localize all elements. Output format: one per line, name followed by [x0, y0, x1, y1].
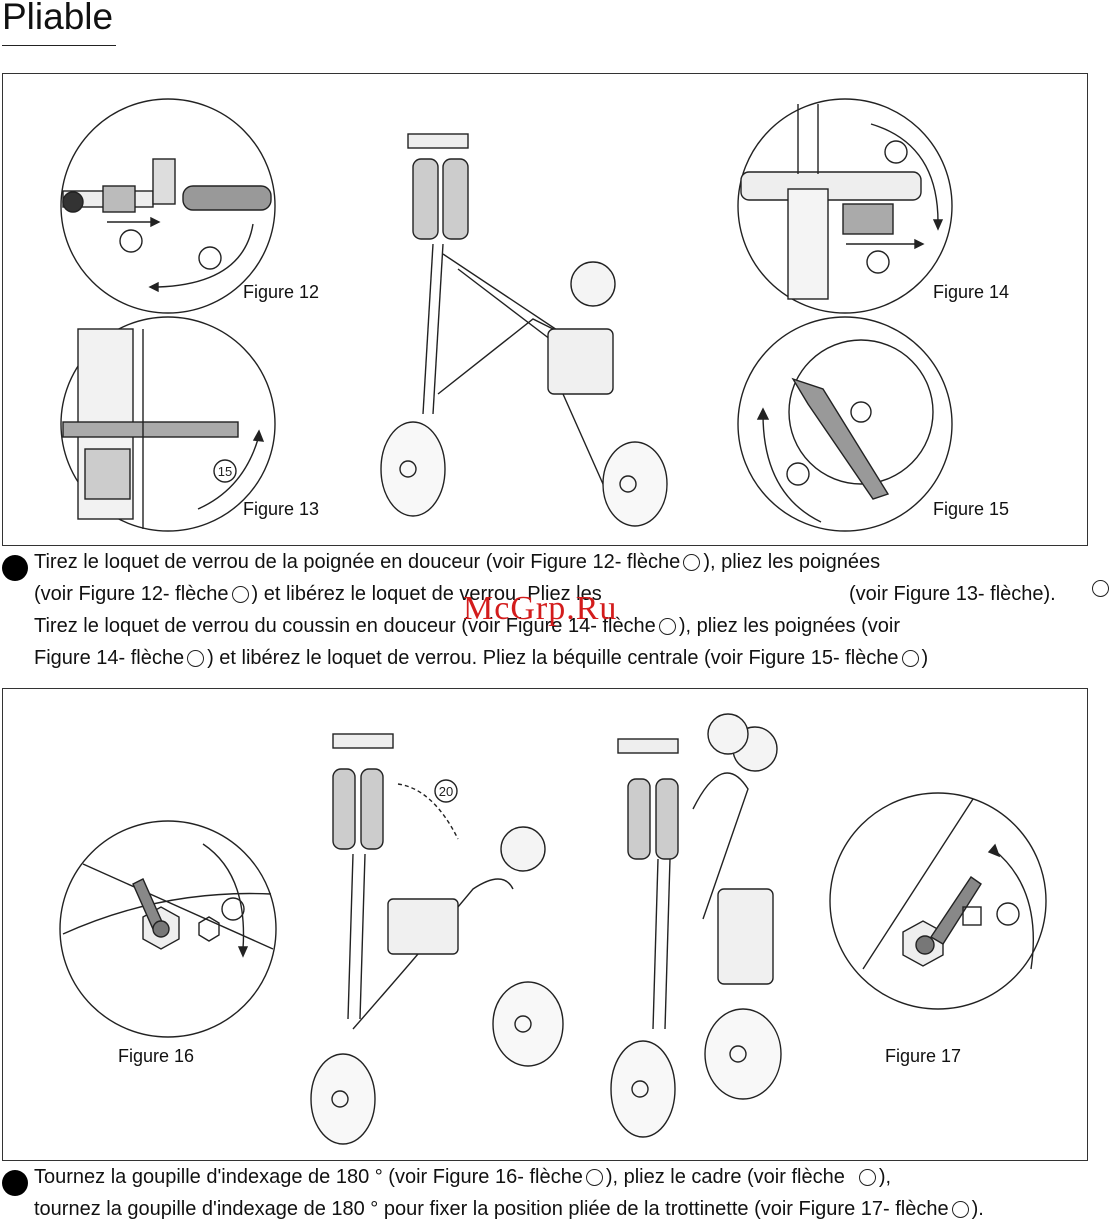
step-2-bullet: [2, 1170, 28, 1196]
arrow-ref-circle: [187, 650, 205, 667]
figure-16-illustration: [59, 820, 277, 1038]
step-1-line-1-b: ), pliez les poignées: [703, 551, 881, 573]
figure-panel-top: 15: [2, 73, 1088, 546]
step-2-line-2: tournez la goupille d'indexage de 180 ° …: [34, 1193, 984, 1225]
arrow-ref-circle: [901, 650, 919, 667]
step-1-line-1-a: Tirez le loquet de verrou de la poignée …: [34, 551, 681, 573]
arrow-ref-circle-margin: [1092, 580, 1109, 597]
step-2-line-1-a: Tournez la goupille d'indexage de 180 ° …: [34, 1166, 583, 1188]
scooter-unfolded-illustration: [380, 133, 668, 527]
step-1-line-4-b: ) et libérez le loquet de verrou. Pliez …: [207, 647, 899, 669]
arrow-ref-circle: [658, 618, 676, 635]
arrow-ref-circle: [231, 586, 249, 603]
step-1-line-2-end: (voir Figure 13- flèche).: [849, 578, 1056, 610]
figure-panel-bottom-drawings: 20: [59, 713, 1047, 1145]
arrow-marker-15: 15: [218, 464, 232, 479]
arrow-ref-circle: [858, 1169, 876, 1186]
step-1-line-1: Tirez le loquet de verrou de la poignée …: [34, 546, 880, 578]
scooter-folding-illustration: 20: [310, 733, 564, 1145]
step-2-line-2-b: ).: [971, 1198, 984, 1220]
title-underline: [2, 45, 116, 46]
page-title: Pliable: [2, 0, 114, 37]
step-1-line-2-c: (voir Figure 13- flèche).: [849, 583, 1056, 605]
step-1-line-4-a: Figure 14- flèche: [34, 647, 185, 669]
figure-panel-top-drawings: 15: [60, 98, 953, 532]
figure-13-illustration: 15: [60, 316, 276, 532]
step-1-line-2-a: (voir Figure 12- flèche: [34, 583, 229, 605]
step-2-line-1-c: ),: [878, 1166, 892, 1188]
figure-17-label: Figure 17: [885, 1046, 962, 1066]
step-2-line-1: Tournez la goupille d'indexage de 180 ° …: [34, 1161, 891, 1193]
figure-panel-bottom: 20 Figure 16 Figure 17: [2, 688, 1088, 1161]
step-2-line-1-b: ), pliez le cadre (voir flèche: [605, 1166, 845, 1188]
arrow-marker-20: 20: [439, 784, 453, 799]
step-1-line-3: Tirez le loquet de verrou du coussin en …: [34, 610, 900, 642]
figure-17-illustration: [829, 792, 1047, 1010]
figure-12-illustration: [60, 98, 276, 314]
step-1-line-4: Figure 14- flèche ) et libérez le loquet …: [34, 642, 928, 674]
figure-14-illustration: [737, 98, 953, 314]
step-1-line-3-b: ), pliez les poignées (voir: [678, 615, 901, 637]
watermark: McGrp.Ru: [463, 590, 618, 627]
arrow-ref-circle: [585, 1169, 603, 1186]
figure-16-label: Figure 16: [118, 1046, 195, 1066]
step-1-line-3-a: Tirez le loquet de verrou du coussin en …: [34, 615, 656, 637]
step-2-line-2-a: tournez la goupille d'indexage de 180 ° …: [34, 1198, 949, 1220]
figure-15-illustration: [737, 316, 953, 532]
figure-12-label: Figure 12: [243, 282, 320, 302]
step-1-bullet: [2, 555, 28, 581]
step-1-line-2-b: ) et libérez le loquet de verrou. Pliez …: [251, 583, 602, 605]
figure-15-label: Figure 15: [933, 499, 1010, 519]
step-1-line-2: (voir Figure 12- flèche ) et libérez le l…: [34, 578, 602, 610]
step-1-line-4-c: ): [921, 647, 929, 669]
arrow-ref-circle: [683, 554, 701, 571]
scooter-folded-illustration: [610, 713, 782, 1138]
figure-13-label: Figure 13: [243, 499, 320, 519]
figure-14-label: Figure 14: [933, 282, 1010, 302]
arrow-ref-circle: [951, 1201, 969, 1218]
